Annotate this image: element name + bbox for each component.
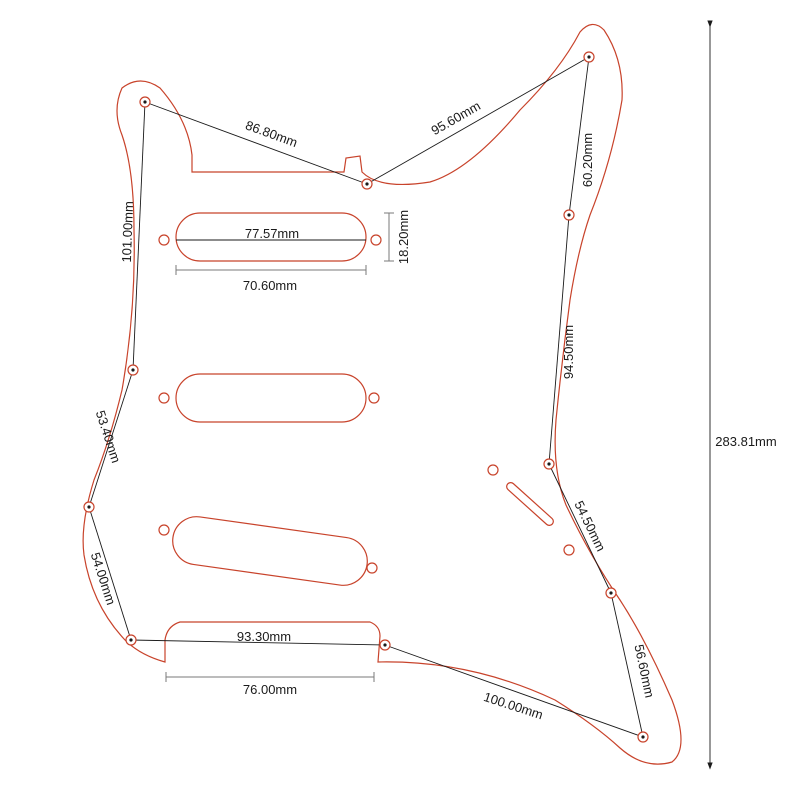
switch-screw-hole xyxy=(563,544,575,556)
pickup-screw-hole xyxy=(368,392,380,404)
guide-dimensions xyxy=(165,212,394,682)
mounting-holes xyxy=(83,51,649,743)
pickup-screw-hole xyxy=(370,234,382,246)
label-101-00: 101.00mm xyxy=(119,201,136,263)
label-93-30: 93.30mm xyxy=(237,629,291,644)
screw-hole xyxy=(543,458,555,470)
screw-hole xyxy=(605,587,617,599)
screw-hole xyxy=(583,51,595,63)
dimension-labels: 86.80mm 95.60mm 60.20mm 94.50mm 54.50mm … xyxy=(88,98,777,722)
label-54-50: 54.50mm xyxy=(571,498,608,553)
label-94-50: 94.50mm xyxy=(561,325,576,379)
pickup-cutout-middle xyxy=(175,373,367,423)
label-77-57: 77.57mm xyxy=(245,226,299,241)
pickguard-outline xyxy=(82,23,682,765)
label-100-00: 100.00mm xyxy=(482,689,545,722)
switch-slot xyxy=(506,482,554,526)
screw-hole xyxy=(139,96,151,108)
screw-hole xyxy=(361,178,373,190)
label-86-80: 86.80mm xyxy=(244,117,300,150)
screw-hole xyxy=(83,501,95,513)
label-70-60: 70.60mm xyxy=(243,278,297,293)
label-283-81: 283.81mm xyxy=(715,434,776,449)
dimension-lines xyxy=(88,56,644,738)
screw-hole xyxy=(563,209,575,221)
pickup-screw-hole xyxy=(158,234,170,246)
label-54-00: 54.00mm xyxy=(88,551,119,607)
label-56-60: 56.60mm xyxy=(631,643,657,699)
label-18-20: 18.20mm xyxy=(396,210,411,264)
pickup-screw-hole xyxy=(366,562,378,574)
pickup-cutout-neck xyxy=(175,212,367,262)
switch-screw-hole xyxy=(487,464,499,476)
pickup-screw-hole xyxy=(158,524,170,536)
screw-hole xyxy=(379,639,391,651)
label-76-00: 76.00mm xyxy=(243,682,297,697)
screw-hole xyxy=(127,364,139,376)
pickup-cutout-bridge xyxy=(172,516,368,586)
pickup-screw-hole xyxy=(158,392,170,404)
screw-hole xyxy=(125,634,137,646)
label-53-40: 53.40mm xyxy=(93,409,124,465)
label-60-20: 60.20mm xyxy=(580,133,595,187)
screw-hole xyxy=(637,731,649,743)
label-95-60: 95.60mm xyxy=(429,98,483,138)
